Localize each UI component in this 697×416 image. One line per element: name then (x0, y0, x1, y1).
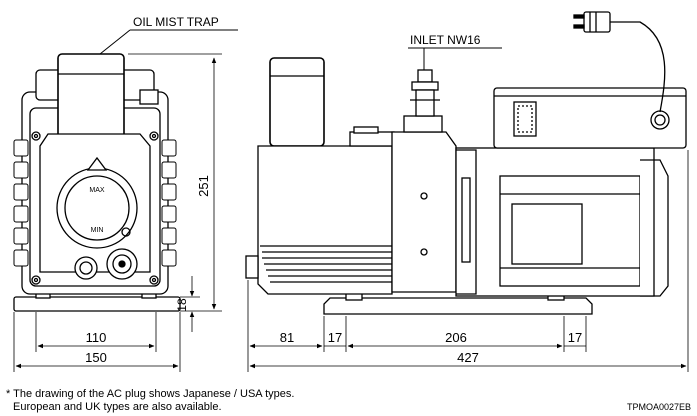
front-base-plate (13, 296, 181, 312)
front-vertical-dimensions (128, 53, 222, 332)
inlet-port (410, 69, 440, 117)
dim-height-251: 251 (196, 175, 211, 197)
inlet-callout (408, 47, 502, 70)
front-fins-right (161, 139, 177, 267)
side-base-plate (323, 297, 593, 315)
power-switch (513, 101, 537, 137)
oil-mist-trap-callout (99, 29, 238, 55)
dim-width-110: 110 (86, 330, 107, 345)
dim-side-81: 81 (280, 330, 294, 345)
drawing-code: TPMOA0027EB (626, 402, 691, 412)
side-horizontal-dimensions (247, 150, 689, 372)
oil-mist-trap (57, 53, 125, 147)
dim-side-427: 427 (457, 350, 479, 365)
side-oil-mist-trap (269, 57, 325, 147)
gauge-max-label: MAX (89, 187, 105, 194)
dim-side-17-right: 17 (568, 330, 582, 345)
side-pump-body (257, 145, 393, 295)
front-horizontal-dimensions (13, 312, 181, 372)
note-plug-types: European and UK types are also available… (13, 401, 222, 413)
note-ac-plug: * The drawing of the AC plug shows Japan… (6, 388, 295, 400)
dim-base-18: 18 (175, 298, 189, 312)
dim-side-17-left: 17 (328, 330, 342, 345)
inlet-label: INLET NW16 (410, 33, 481, 47)
switch-box (493, 87, 687, 149)
ac-plug (573, 11, 611, 33)
gauge-min-label: MIN (91, 227, 104, 234)
drain-plug (74, 256, 98, 280)
front-view (13, 53, 181, 312)
side-view (245, 11, 687, 315)
dim-width-150: 150 (85, 350, 107, 365)
oil-mist-trap-label: OIL MIST TRAP (133, 15, 219, 29)
front-fins-left (13, 139, 29, 267)
power-cord (610, 21, 666, 113)
dim-side-206: 206 (445, 330, 467, 345)
